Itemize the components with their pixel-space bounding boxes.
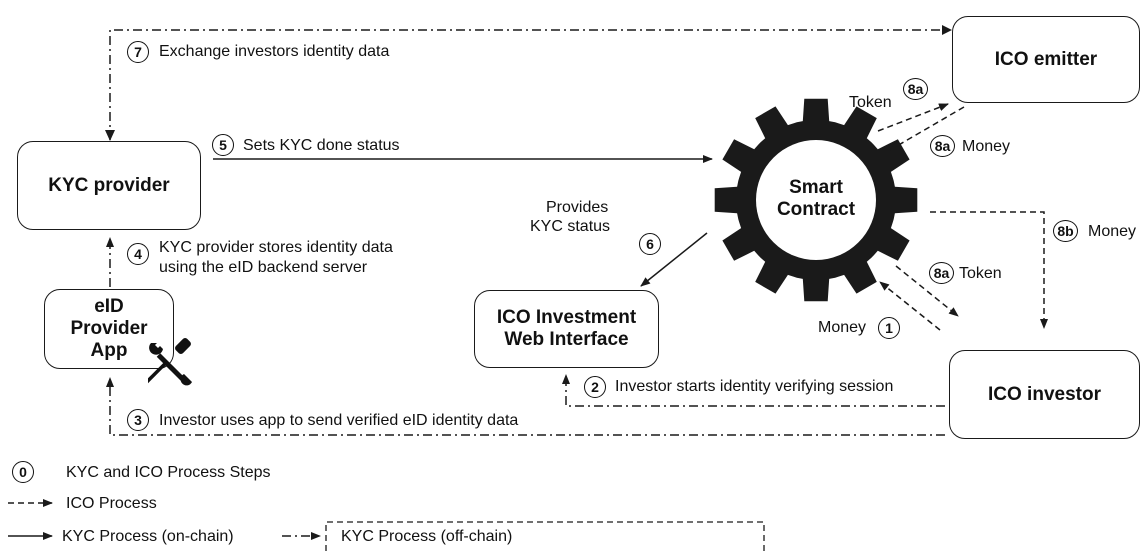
edge-exchange-identity xyxy=(109,29,948,140)
edge-start-session xyxy=(562,374,945,407)
step-5-badge: 5 xyxy=(212,134,234,156)
smart-contract-label: Smart Contract xyxy=(756,177,876,221)
edge-provides-status xyxy=(640,232,708,287)
edge-money-from-investor xyxy=(879,281,941,331)
legend-steps-text: KYC and ICO Process Steps xyxy=(66,464,271,481)
step-3-text: Investor uses app to send verified eID i… xyxy=(159,412,519,429)
node-eid-app-line3: App xyxy=(90,340,128,361)
step-8a-bottom-badge: 8a xyxy=(929,262,954,284)
step-4-text-line2: using the eID backend server xyxy=(159,259,368,276)
step-6-badge: 6 xyxy=(639,233,661,255)
edge-money-to-emitter xyxy=(889,106,965,151)
node-ico-investor: ICO investor xyxy=(949,350,1140,439)
edge-token-to-investor xyxy=(895,265,959,317)
step-8b-text: Money xyxy=(1088,223,1137,240)
arrowhead-to-emitter xyxy=(942,25,952,35)
wrench-screwdriver-icon xyxy=(148,338,192,386)
node-eid-app: eID Provider App xyxy=(44,289,174,369)
step-2-badge: 2 xyxy=(584,376,606,398)
node-web-interface-line2: Web Interface xyxy=(504,329,629,350)
step-6-text-line2: KYC status xyxy=(530,218,611,235)
legend-step-badge: 0 xyxy=(12,461,34,483)
legend-ico-text: ICO Process xyxy=(66,495,157,512)
step-3-badge: 3 xyxy=(127,409,149,431)
node-web-interface: ICO Investment Web Interface xyxy=(474,290,659,368)
step-8a-bottom-token-text: Token xyxy=(959,265,1002,282)
node-kyc-provider: KYC provider xyxy=(17,141,201,230)
step-4-badge: 4 xyxy=(127,243,149,265)
edge-token-to-emitter xyxy=(877,103,949,132)
node-ico-emitter: ICO emitter xyxy=(952,16,1140,103)
arrowhead-to-kyc xyxy=(105,130,115,141)
node-web-interface-line1: ICO Investment xyxy=(496,307,637,328)
step-4-text-line1: KYC provider stores identity data xyxy=(159,239,393,256)
step-7-text: Exchange investors identity data xyxy=(159,43,390,60)
legend-kyc-on-text: KYC Process (on-chain) xyxy=(62,528,234,545)
step-1-badge: 1 xyxy=(878,317,900,339)
node-eid-app-line2: Provider xyxy=(70,318,148,339)
step-8a-money-badge: 8a xyxy=(930,135,955,157)
legend-kyc-off-bracket xyxy=(325,521,765,551)
step-7-badge: 7 xyxy=(127,41,149,63)
step-5-text: Sets KYC done status xyxy=(243,137,400,154)
step-8a-top-token-text: Token xyxy=(849,94,892,111)
smart-contract-line2: Contract xyxy=(776,199,856,220)
node-ico-emitter-label: ICO emitter xyxy=(994,48,1098,70)
node-kyc-provider-label: KYC provider xyxy=(48,174,170,196)
smart-contract-line1: Smart xyxy=(789,177,843,198)
legend-kyc-off-text: KYC Process (off-chain) xyxy=(341,528,513,545)
node-ico-investor-label: ICO investor xyxy=(988,383,1101,405)
gear-icon xyxy=(714,98,918,302)
step-8a-top-money-text: Money xyxy=(962,138,1011,155)
node-eid-app-line1: eID xyxy=(94,296,124,317)
step-8a-top-badge: 8a xyxy=(903,78,928,100)
step-1-text: Money xyxy=(818,319,867,336)
step-8b-badge: 8b xyxy=(1053,220,1078,242)
step-2-text: Investor starts identity verifying sessi… xyxy=(615,378,894,395)
edge-money-8b xyxy=(930,211,1048,329)
step-6-text-line1: Provides xyxy=(546,199,609,216)
